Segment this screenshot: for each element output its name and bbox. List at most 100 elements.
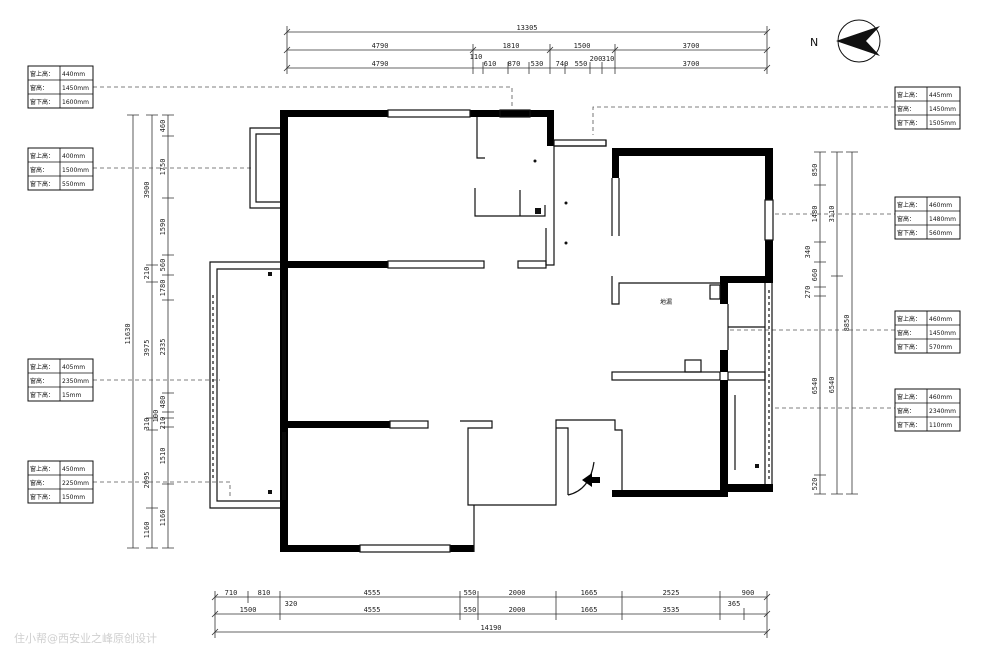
top-dim-label: 870 bbox=[508, 60, 521, 68]
legend-row-label: 窗高： bbox=[30, 377, 48, 385]
left-dim-inner: 460 1750 1590 560 1780 2335 480 100 210 … bbox=[152, 120, 167, 527]
legend-L3: 窗上高： 窗高： 窗下高： 405mm 2350mm 15mm bbox=[27, 358, 94, 402]
top-dim-label: 550 bbox=[575, 60, 588, 68]
left-dim-label: 2335 bbox=[159, 339, 167, 356]
left-dimension-lines bbox=[127, 114, 174, 549]
bottom-dim-label: 2000 bbox=[509, 606, 526, 614]
legend-row-label: 窗高： bbox=[897, 105, 915, 113]
left-dim-label: 1510 bbox=[159, 448, 167, 465]
left-dim-label: 3975 bbox=[143, 340, 151, 357]
top-dim-row1: 4790 1810 1500 3700 bbox=[372, 42, 700, 50]
bottom-dimension-lines bbox=[211, 591, 771, 638]
bottom-dim-label: 810 bbox=[258, 589, 271, 597]
legend-row-label: 窗高： bbox=[897, 407, 915, 415]
legend-row-value: 110mm bbox=[929, 422, 952, 429]
left-dim-label: 210 bbox=[159, 417, 167, 430]
bottom-dim-label: 4555 bbox=[364, 606, 381, 614]
right-dim-label: 270 bbox=[804, 286, 812, 299]
legend-row-value: 400mm bbox=[62, 153, 85, 160]
legend-row-label: 窗高： bbox=[30, 166, 48, 174]
left-dim-label: 560 bbox=[159, 259, 167, 272]
legend-row-label: 窗高： bbox=[897, 215, 915, 223]
legend-R3: 窗上高： 窗高： 窗下高： 460mm 1450mm 570mm bbox=[894, 310, 961, 354]
right-dim-label: 6540 bbox=[828, 377, 836, 394]
bottom-dim-label: 1500 bbox=[240, 606, 257, 614]
legend-row-value: 440mm bbox=[62, 71, 85, 78]
left-dim-label: 1160 bbox=[143, 522, 151, 539]
left-dim-label: 210 bbox=[143, 267, 151, 280]
legend-row-value: 15mm bbox=[62, 392, 81, 399]
right-dim-label: 520 bbox=[811, 478, 819, 491]
leader-lines bbox=[93, 86, 895, 496]
top-dim-label: 3700 bbox=[683, 60, 700, 68]
left-dim-label: 1160 bbox=[159, 510, 167, 527]
fixtures bbox=[268, 159, 759, 494]
top-dim-label: 200 bbox=[590, 55, 603, 63]
top-dim-label: 310 bbox=[602, 55, 615, 63]
legend-row-label: 窗下高： bbox=[897, 119, 921, 127]
top-dim-label: 4790 bbox=[372, 60, 389, 68]
left-dim-label: 460 bbox=[159, 120, 167, 133]
legend-row-label: 窗上高： bbox=[30, 70, 54, 78]
legend-row-value: 2250mm bbox=[62, 480, 89, 487]
watermark-text: 住小帮@西安业之峰原创设计 bbox=[14, 631, 157, 645]
top-dim-overall: 13305 bbox=[516, 24, 537, 32]
legend-R2: 窗上高： 窗高： 窗下高： 460mm 1480mm 560mm bbox=[894, 196, 961, 240]
legend-row-label: 窗上高： bbox=[30, 363, 54, 371]
legend-row-value: 550mm bbox=[62, 181, 85, 188]
top-dim-row2: 4790 110 610 870 530 740 550 200 310 370… bbox=[372, 53, 700, 68]
legend-row-value: 1450mm bbox=[929, 330, 956, 337]
entrance-arrow-icon bbox=[582, 473, 600, 487]
bottom-dim-row1: 710 810 4555 550 2000 1665 2525 900 bbox=[225, 589, 755, 597]
left-dim-label: 3900 bbox=[143, 182, 151, 199]
legend-row-label: 窗高： bbox=[897, 329, 915, 337]
legend-row-value: 1480mm bbox=[929, 216, 956, 223]
legend-row-label: 窗上高： bbox=[897, 393, 921, 401]
bottom-dim-label: 1665 bbox=[581, 589, 598, 597]
walls bbox=[280, 110, 773, 552]
top-dim-label: 4790 bbox=[372, 42, 389, 50]
legend-row-value: 570mm bbox=[929, 344, 952, 351]
bottom-dim-label: 900 bbox=[742, 589, 755, 597]
right-dim-outer: 8850 bbox=[843, 315, 851, 332]
legend-row-value: 1600mm bbox=[62, 99, 89, 106]
top-dim-label: 610 bbox=[484, 60, 497, 68]
right-dim-label: 850 bbox=[811, 164, 819, 177]
legend-row-value: 2350mm bbox=[62, 378, 89, 385]
left-dim-label: 1780 bbox=[159, 280, 167, 297]
thin-walls bbox=[209, 109, 774, 553]
legend-row-label: 窗上高： bbox=[30, 465, 54, 473]
bottom-dim-row2: 1500 320 4555 550 2000 1665 3535 365 bbox=[240, 600, 741, 614]
right-dimension-lines bbox=[814, 151, 858, 495]
left-dim-outer: 3900 210 3975 310 2095 1160 bbox=[143, 182, 151, 539]
top-dim-label: 3700 bbox=[683, 42, 700, 50]
top-dim-label: 110 bbox=[470, 53, 483, 61]
legend-row-label: 窗下高： bbox=[897, 343, 921, 351]
legend-row-label: 窗下高： bbox=[30, 180, 54, 188]
bottom-dim-label: 320 bbox=[285, 600, 298, 608]
legend-row-label: 窗高： bbox=[30, 479, 48, 487]
legend-L2: 窗上高： 窗高： 窗下高： 400mm 1500mm 550mm bbox=[27, 147, 94, 191]
left-dim-label: 480 bbox=[159, 396, 167, 409]
legend-row-value: 460mm bbox=[929, 394, 952, 401]
legend-row-label: 窗上高： bbox=[897, 201, 921, 209]
legend-row-label: 窗下高： bbox=[30, 98, 54, 106]
top-dim-label: 530 bbox=[531, 60, 544, 68]
bottom-dim-overall: 14190 bbox=[480, 624, 501, 632]
right-dim-inner: 850 1480 340 660 270 6540 520 bbox=[804, 164, 819, 491]
bottom-dim-label: 550 bbox=[464, 589, 477, 597]
right-dim-label: 1480 bbox=[811, 206, 819, 223]
legend-row-value: 405mm bbox=[62, 364, 85, 371]
legend-row-value: 450mm bbox=[62, 466, 85, 473]
legend-row-label: 窗下高： bbox=[30, 391, 54, 399]
left-dim-label: 2095 bbox=[143, 472, 151, 489]
top-dim-label: 1810 bbox=[503, 42, 520, 50]
legend-row-value: 460mm bbox=[929, 202, 952, 209]
bottom-dim-label: 2000 bbox=[509, 589, 526, 597]
right-dim-mid: 3110 6540 bbox=[828, 206, 836, 394]
legend-row-label: 窗下高： bbox=[897, 229, 921, 237]
legend-row-label: 窗上高： bbox=[897, 91, 921, 99]
legend-row-value: 1500mm bbox=[62, 167, 89, 174]
bottom-dim-label: 710 bbox=[225, 589, 238, 597]
